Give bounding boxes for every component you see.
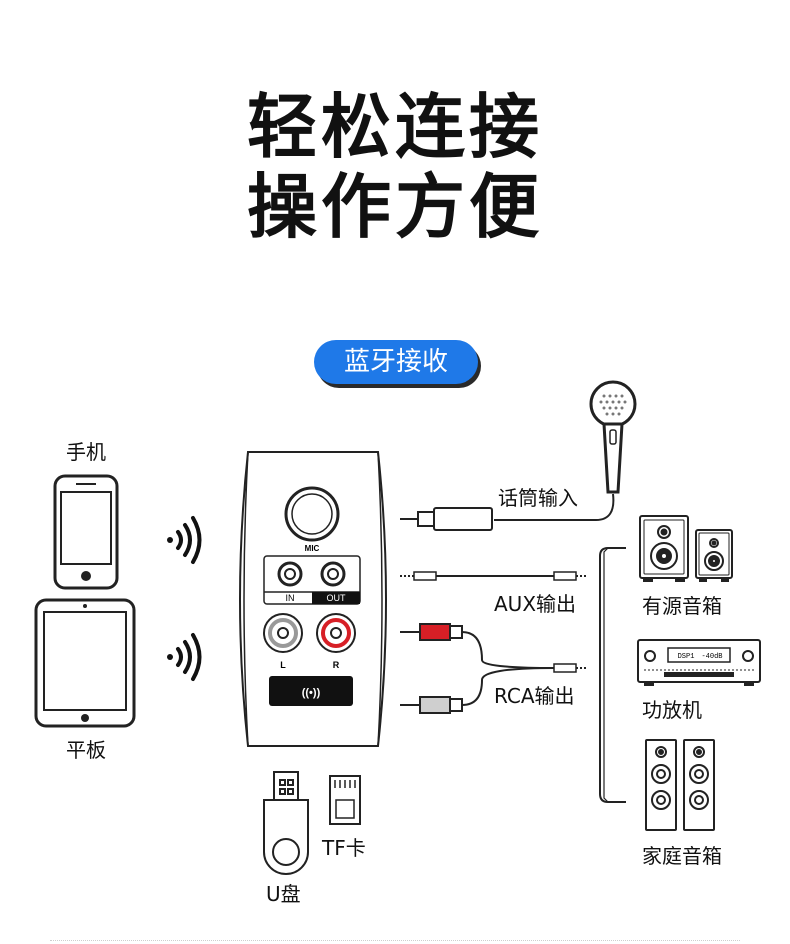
right-channel-label: R	[333, 660, 340, 670]
floor-speakers-icon	[645, 739, 715, 831]
tf-card-icon	[329, 775, 361, 825]
headline-line1: 轻松连接	[247, 86, 543, 168]
headline-line2: 操作方便	[247, 166, 543, 248]
home-speakers-label: 家庭音箱	[642, 844, 722, 868]
active-speakers-icon	[639, 515, 733, 582]
in-jack-label: IN	[286, 593, 295, 603]
output-bracket	[599, 547, 626, 803]
rca-output-label: RCA输出	[494, 684, 575, 708]
active-speakers-label: 有源音箱	[642, 594, 722, 618]
bottom-divider	[50, 940, 740, 941]
tablet-label: 平板	[66, 738, 106, 762]
usb-drive-label: U盘	[266, 882, 301, 906]
aux-cable	[400, 571, 588, 581]
usb-drive-icon	[263, 771, 309, 875]
rca-cable	[400, 623, 588, 714]
amplifier-icon	[637, 639, 761, 686]
phone-icon	[53, 474, 119, 590]
bluetooth-button-icon: ((•))	[302, 687, 321, 699]
mic-jack-label: MIC	[305, 544, 320, 553]
amp-display-left: DSP1	[678, 653, 695, 661]
wireless-signal-icon	[167, 633, 202, 681]
amplifier-label: 功放机	[642, 698, 702, 722]
amp-display-right: -40dB	[701, 653, 722, 661]
bluetooth-device	[239, 451, 387, 747]
tf-card-label: TF卡	[322, 836, 366, 860]
mic-input-label: 话筒输入	[498, 486, 578, 510]
phone-label: 手机	[66, 440, 106, 464]
quarter-inch-plug-icon	[400, 507, 493, 531]
bluetooth-receive-badge: 蓝牙接收	[314, 340, 478, 384]
microphone-icon	[589, 380, 637, 494]
tablet-icon	[34, 598, 136, 728]
wireless-signal-icon	[167, 516, 202, 564]
left-channel-label: L	[280, 660, 286, 670]
out-jack-label: OUT	[327, 593, 347, 603]
aux-output-label: AUX输出	[494, 592, 577, 616]
